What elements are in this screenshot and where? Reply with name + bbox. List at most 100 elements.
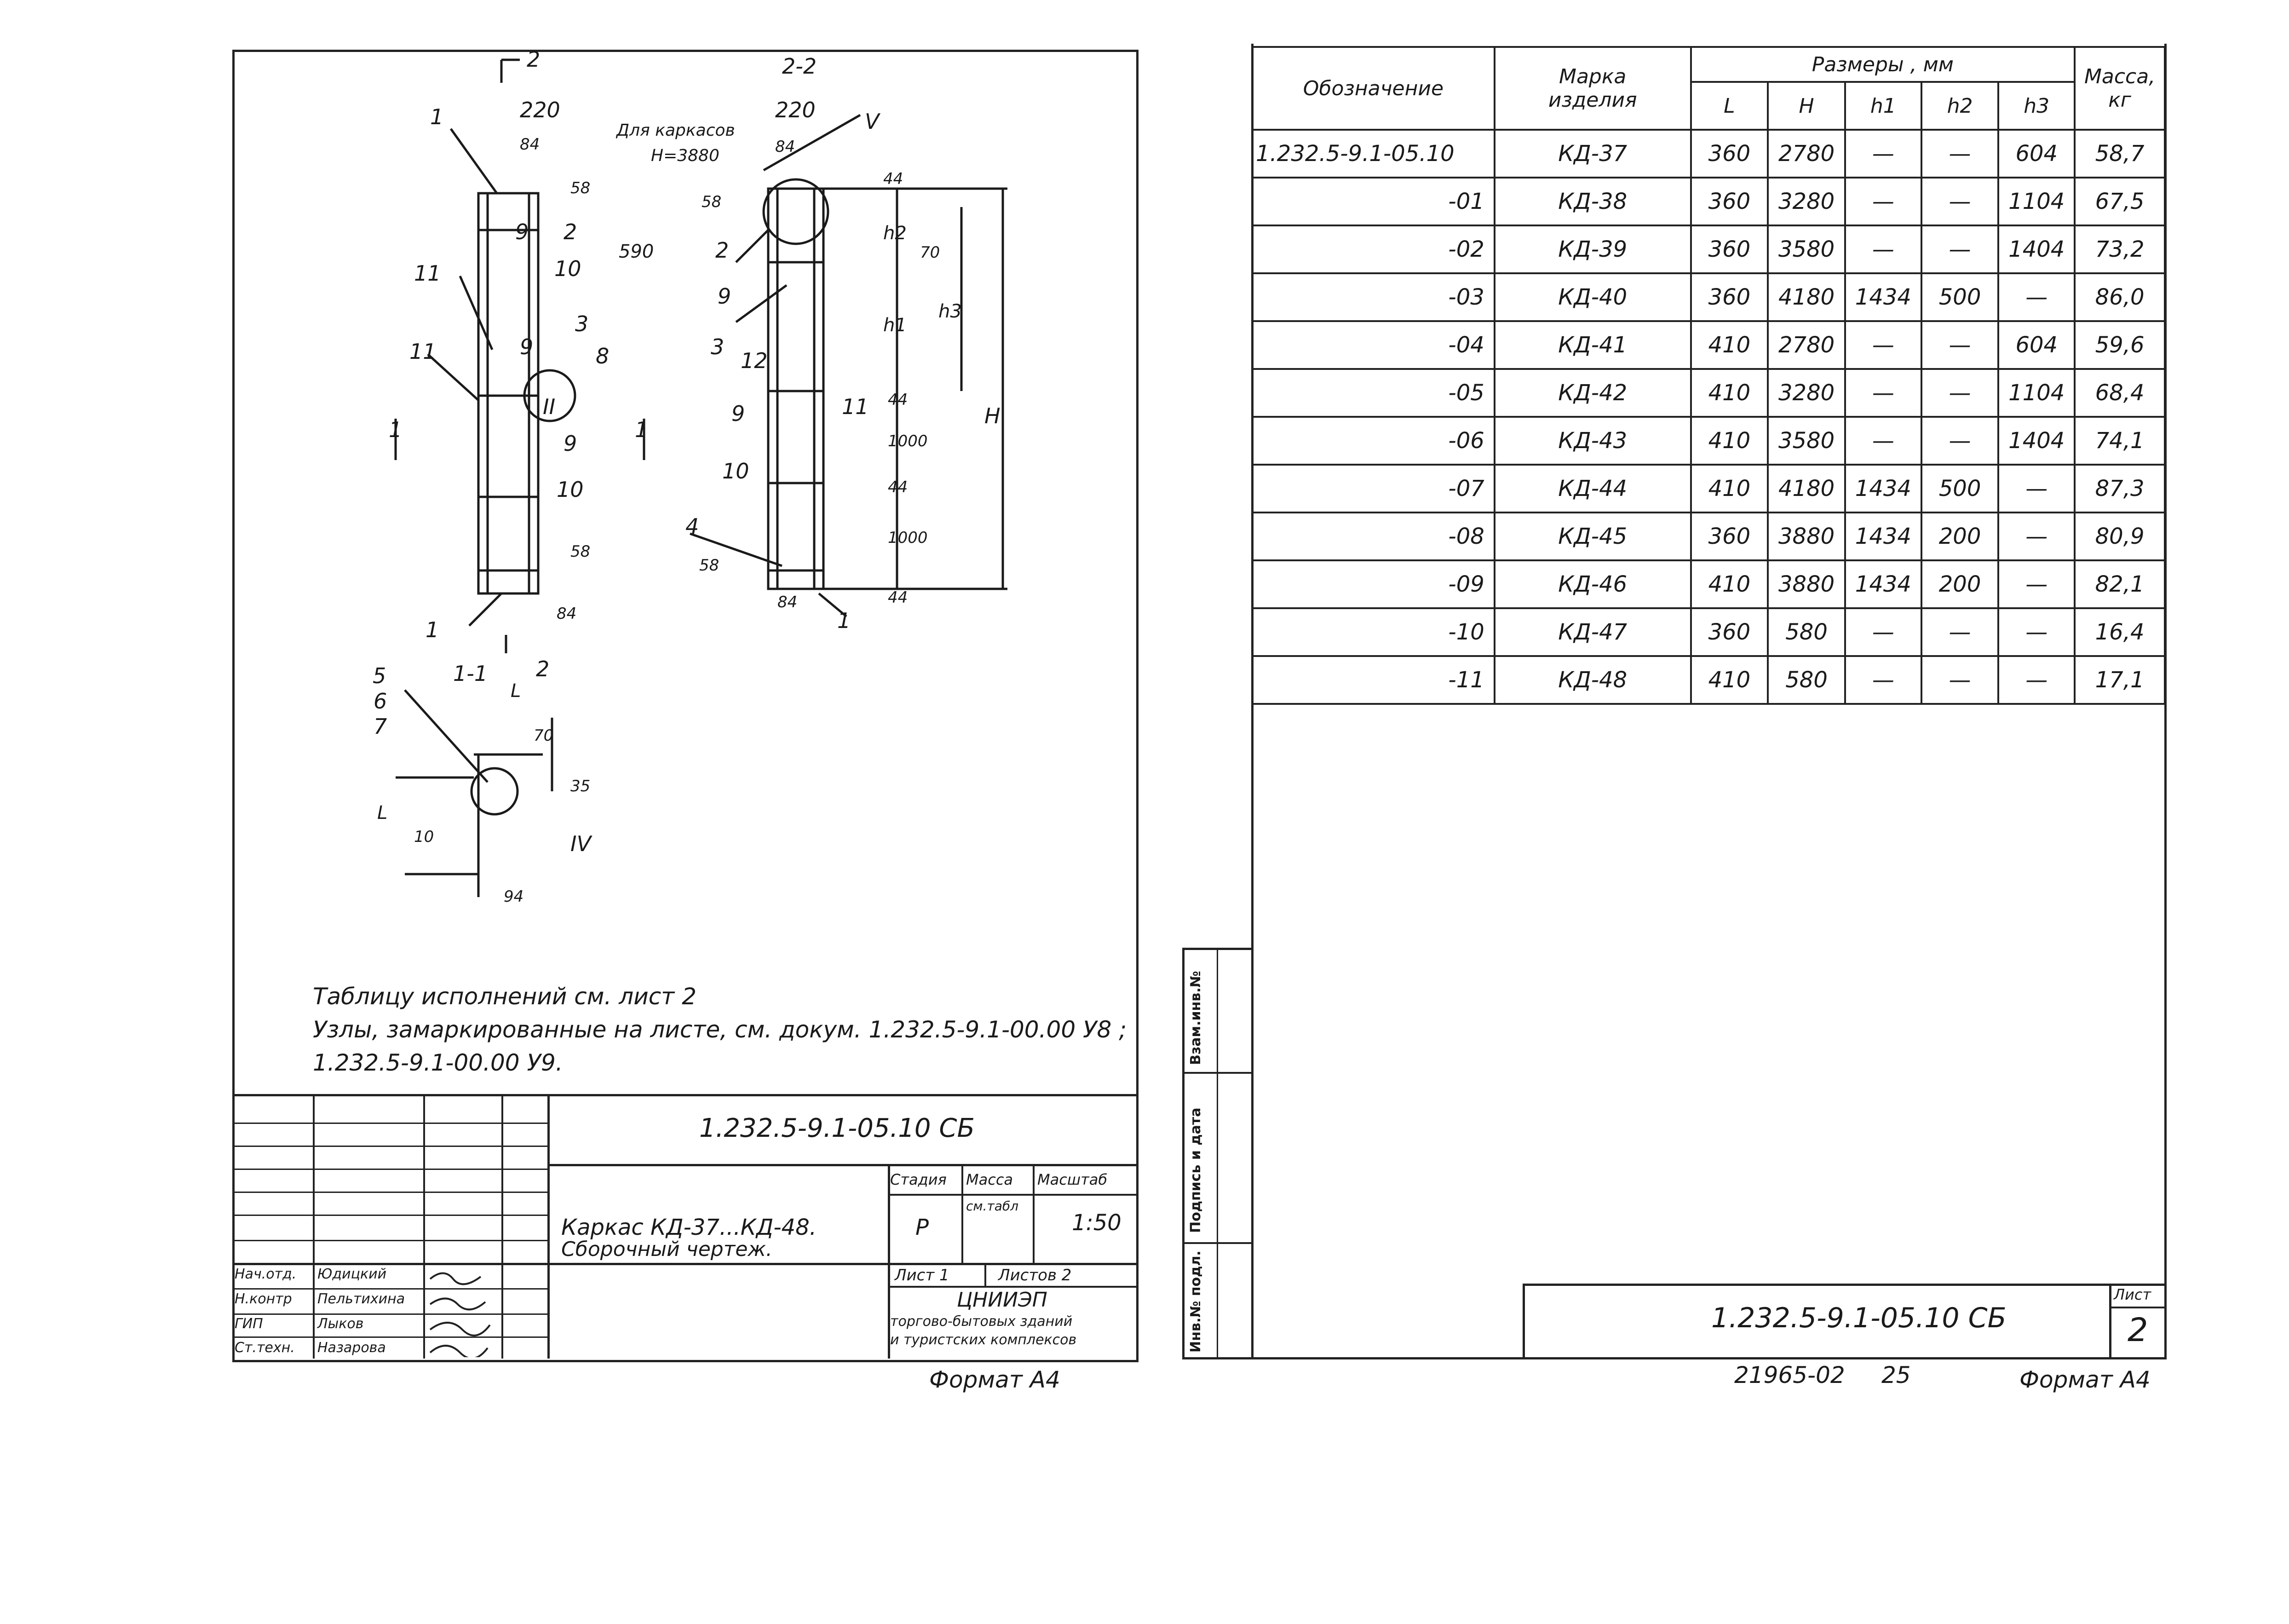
cell-L: 410 [1690,464,1769,513]
sub-H: Н [1767,81,1846,131]
pos-4: 4 [685,514,699,539]
right-format: Формат А4 [2019,1366,2151,1393]
right-footer-page: 25 [1881,1362,1911,1388]
cell-mark: КД-40 [1493,272,1692,322]
sub-h2: h2 [1920,81,2000,131]
cell-mass: 16,4 [2074,607,2166,657]
dim-L-top: L [511,680,521,702]
node-IV: IV [570,831,593,856]
cell-h1: — [1844,607,1922,657]
cell-h3: — [1997,607,2076,657]
cell-h3: 1104 [1997,177,2076,226]
pos-6: 6 [374,689,387,714]
dim-220-sec: 220 [775,98,816,122]
cell-h2: — [1920,655,2000,705]
cell-oboz: -05 [1251,368,1495,418]
cell-h3: 1404 [1997,416,2076,466]
role-4: Ст.техн. [235,1340,295,1356]
cell-h1: — [1844,416,1922,466]
cell-h2: — [1920,225,2000,274]
cell-mark: КД-41 [1493,320,1692,370]
cell-mass: 59,6 [2074,320,2166,370]
pos-9-a: 9 [515,219,529,244]
node-V: V [865,109,881,134]
left-format: Формат А4 [929,1366,1060,1393]
cell-h1: — [1844,655,1922,705]
dim-44-sec-d: 44 [888,588,908,607]
pos-8: 8 [596,344,609,369]
dim-58-main-b: 58 [570,542,590,561]
role-2: Н.контр [235,1291,292,1307]
carcass-note: Для каркасов [615,121,735,140]
dim-H: H [984,403,1001,428]
head-mark-line1: Марка [1559,65,1627,88]
cell-H: 3280 [1767,368,1846,418]
cell-h1: — [1844,129,1922,179]
cell-mass: 68,4 [2074,368,2166,418]
cell-h3: 1404 [1997,225,2076,274]
pos-5: 5 [373,663,386,688]
dim-590: 590 [619,241,654,262]
head-sizes: Размеры , мм [1690,46,2076,83]
cell-oboz: -03 [1251,272,1495,322]
cell-oboz: -11 [1251,655,1495,705]
mass-value: см.табл [966,1198,1019,1214]
pos-1-c: 1 [837,608,851,633]
note-line-2: Узлы, замаркированные на листе, см. доку… [313,1016,1127,1043]
dim-70: 70 [920,243,940,262]
cell-H: 2780 [1767,129,1846,179]
cell-oboz: -10 [1251,607,1495,657]
stamp-signature-date: Подпись и дата [1188,1107,1204,1233]
right-sheet-bottom-border [1182,1357,2167,1359]
cell-H: 3580 [1767,225,1846,274]
right-sheet-right-border [2164,44,2167,1359]
cell-mark: КД-46 [1493,559,1692,609]
title-line-2: Сборочный чертеж. [561,1238,773,1261]
pos-2-a: 2 [536,657,549,681]
org-name-2: торгово-бытовых зданий [890,1313,1073,1330]
cell-h3: — [1997,272,2076,322]
dim-70-sec: 70 [534,726,553,745]
role-1: Нач.отд. [235,1266,297,1282]
pos-10-a: 10 [554,256,581,281]
cell-oboz: -02 [1251,225,1495,274]
cell-L: 360 [1690,225,1769,274]
cell-mark: КД-43 [1493,416,1692,466]
cell-L: 410 [1690,655,1769,705]
sub-h3: h3 [1997,81,2076,131]
cell-h3: — [1997,464,2076,513]
cell-h2: — [1920,129,2000,179]
dim-84-sec: 84 [775,138,795,156]
pos-10-b: 10 [557,477,584,502]
left-doc-code: 1.232.5-9.1-05.10 СБ [699,1113,975,1143]
main-view-frame [394,58,1007,897]
cell-mass: 67,5 [2074,177,2166,226]
cell-mark: КД-48 [1493,655,1692,705]
pos-3-a: 3 [575,311,588,336]
cell-mass: 80,9 [2074,512,2166,561]
node-II: II [543,394,555,419]
scale-header: Масштаб [1037,1171,1108,1188]
cell-h2: 500 [1920,272,2000,322]
pos-7: 7 [374,714,387,739]
cell-H: 4180 [1767,272,1846,322]
cell-mass: 17,1 [2074,655,2166,705]
name-1: Юдицкий [317,1266,387,1282]
dim-84-sec-b: 84 [777,593,797,611]
cell-H: 3880 [1767,512,1846,561]
dim-94: 94 [504,887,523,906]
cell-h2: — [1920,177,2000,226]
cell-h3: — [1997,655,2076,705]
dim-L-side: L [377,802,387,824]
cell-mass: 86,0 [2074,272,2166,322]
cell-h1: 1434 [1844,559,1922,609]
cell-L: 410 [1690,368,1769,418]
cell-h3: 604 [1997,129,2076,179]
